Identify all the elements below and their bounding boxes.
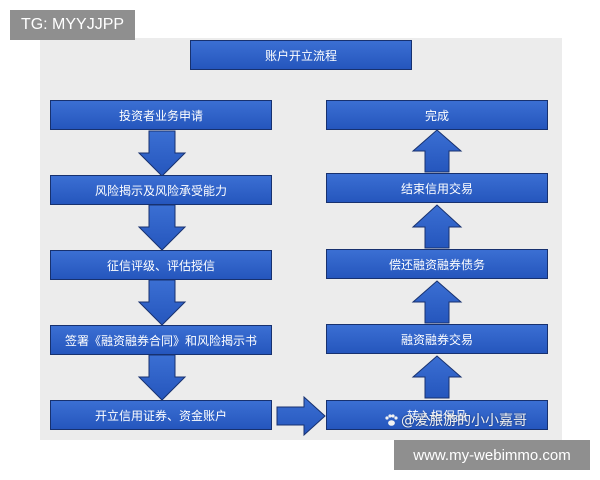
left-step-2: 风险揭示及风险承受能力 <box>50 175 272 205</box>
right-step-3: 偿还融资融券债务 <box>326 249 548 279</box>
down-arrow-4 <box>137 354 187 401</box>
down-arrow-3 <box>137 279 187 326</box>
right-step-2: 结束信用交易 <box>326 173 548 203</box>
author-watermark: @爱旅游的小小嘉哥 <box>384 408 527 432</box>
right-step-1: 完成 <box>326 100 548 130</box>
paw-icon <box>385 414 398 426</box>
left-step-4: 签署《融资融券合同》和风险揭示书 <box>50 325 272 355</box>
right-arrow <box>276 395 326 437</box>
left-step-1: 投资者业务申请 <box>50 100 272 130</box>
up-arrow-3 <box>411 280 463 324</box>
left-step-3: 征信评级、评估授信 <box>50 250 272 280</box>
site-watermark: www.my-webimmo.com <box>394 440 590 470</box>
author-watermark-text: @爱旅游的小小嘉哥 <box>401 413 527 429</box>
title-box: 账户开立流程 <box>190 40 412 70</box>
left-step-5: 开立信用证券、资金账户 <box>50 400 272 430</box>
telegram-watermark: TG: MYYJJPP <box>10 10 135 40</box>
right-step-4: 融资融券交易 <box>326 324 548 354</box>
down-arrow-2 <box>137 204 187 251</box>
down-arrow-1 <box>137 130 187 177</box>
up-arrow-2 <box>411 204 463 249</box>
up-arrow-1 <box>411 129 463 173</box>
right-step-5: 转入担保品 <box>326 400 548 430</box>
up-arrow-4 <box>411 355 463 399</box>
